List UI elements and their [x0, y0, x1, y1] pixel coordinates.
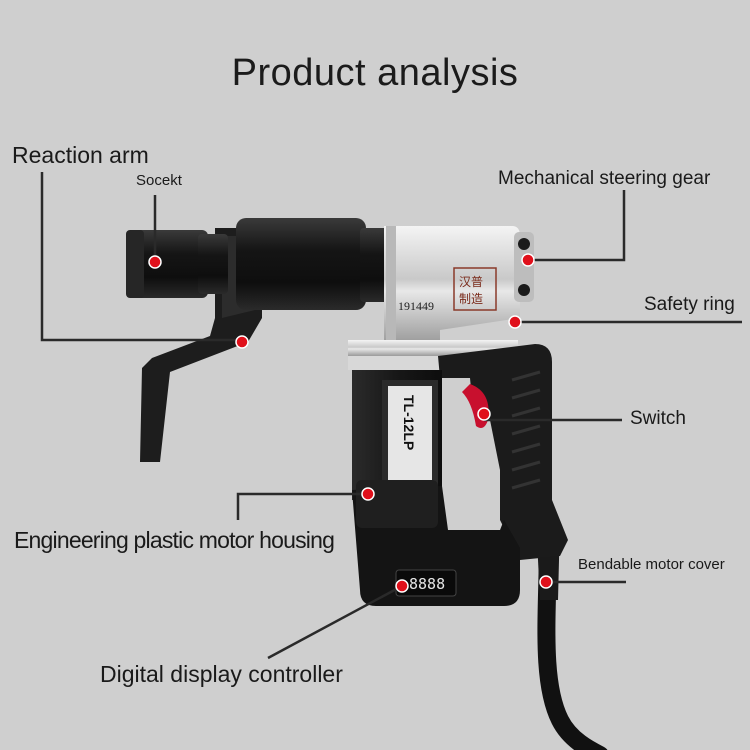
label-socket: Socekt — [136, 172, 182, 189]
marker-display — [395, 579, 409, 593]
leader-steering-gear — [528, 190, 626, 262]
label-safety-ring: Safety ring — [644, 294, 735, 315]
serial-number: 191449 — [398, 299, 434, 313]
model-label: TL-12LP — [401, 395, 417, 450]
brand-stamp — [453, 267, 497, 311]
marker-steering-gear — [521, 253, 535, 267]
leader-reaction-arm — [40, 172, 242, 342]
steering-gear-knob — [514, 232, 534, 302]
label-reaction-arm: Reaction arm — [12, 142, 149, 168]
marker-socket — [148, 255, 162, 269]
callout-markers — [148, 253, 553, 593]
label-display-controller: Digital display controller — [100, 661, 343, 687]
label-motor-cover: Bendable motor cover — [578, 556, 725, 573]
leader-display — [267, 584, 403, 660]
leader-lines — [40, 172, 742, 660]
marker-motor-cover — [539, 575, 553, 589]
label-switch: Switch — [630, 408, 686, 429]
chrome-housing — [384, 226, 520, 344]
marker-switch — [477, 407, 491, 421]
leader-motor-housing — [236, 492, 368, 520]
svg-text:8888: 8888 — [409, 575, 445, 593]
socket-shape — [126, 230, 208, 298]
marker-reaction-arm — [235, 335, 249, 349]
page-title: Product analysis — [231, 52, 519, 94]
label-motor-housing: Engineering plastic motor housing — [14, 527, 335, 553]
pistol-handle — [438, 344, 568, 560]
marker-motor-housing — [361, 487, 375, 501]
label-steering-gear: Mechanical steering gear — [498, 168, 711, 189]
svg-text:制造: 制造 — [459, 292, 483, 306]
gear-head — [236, 218, 366, 310]
marker-safety-ring — [508, 315, 522, 329]
svg-text:汉普: 汉普 — [459, 275, 483, 289]
